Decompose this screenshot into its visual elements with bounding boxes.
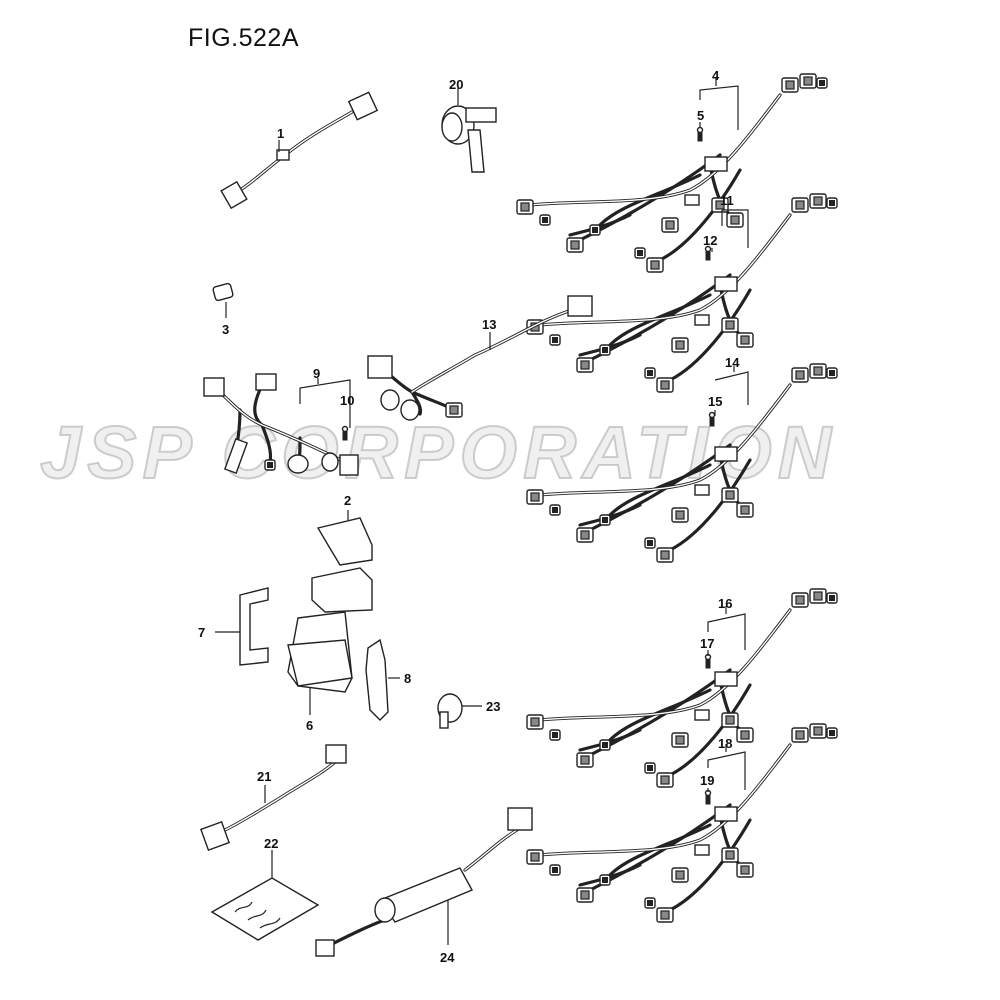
callout-22: 22: [264, 836, 278, 851]
part-16-harness: [527, 589, 837, 787]
part-4-harness: [517, 74, 827, 272]
part-7-bracket: [215, 587, 269, 666]
part-4-bracket: [696, 78, 739, 142]
part-20-sensor: [441, 88, 497, 173]
figure-title: FIG.522A: [188, 24, 299, 52]
callout-8: 8: [404, 671, 411, 686]
part-1-cable: [220, 91, 379, 210]
callout-12: 12: [703, 233, 717, 248]
callout-3: 3: [222, 322, 229, 337]
part-3-connector: [212, 282, 234, 318]
callout-4: 4: [712, 68, 720, 83]
callout-20: 20: [449, 77, 463, 92]
callout-17: 17: [700, 636, 714, 651]
callout-21: 21: [257, 769, 271, 784]
part-23-clamp: [437, 693, 482, 729]
callout-19: 19: [700, 773, 714, 788]
callout-10: 10: [340, 393, 354, 408]
callout-15: 15: [708, 394, 722, 409]
callout-14: 14: [725, 355, 740, 370]
part-18-harness: [527, 724, 837, 922]
part-13-harness: [367, 295, 593, 421]
callout-5: 5: [697, 108, 704, 123]
callout-1: 1: [277, 126, 284, 141]
callout-2: 2: [344, 493, 351, 508]
part-18-bracket: [704, 744, 746, 805]
part-16-bracket: [704, 606, 746, 669]
part-2-cover: [311, 510, 373, 613]
callout-24: 24: [440, 950, 455, 965]
part-6-ecu: [287, 611, 353, 715]
callout-9: 9: [313, 366, 320, 381]
callout-23: 23: [486, 699, 500, 714]
part-14-harness: [527, 364, 837, 562]
callout-6: 6: [306, 718, 313, 733]
callout-18: 18: [718, 736, 732, 751]
part-14-bracket: [708, 366, 749, 427]
part-24-harness: [315, 807, 533, 957]
part-11-bracket: [704, 209, 749, 261]
part-21-cable: [200, 744, 347, 851]
callout-11: 11: [720, 193, 734, 208]
part-22-manual: [210, 850, 320, 941]
part-11-harness: [527, 194, 837, 392]
part-8-bracket: [365, 638, 400, 721]
callout-13: 13: [482, 317, 496, 332]
callout-16: 16: [718, 596, 732, 611]
callout-7: 7: [198, 625, 205, 640]
part-9-harness: [203, 373, 359, 476]
